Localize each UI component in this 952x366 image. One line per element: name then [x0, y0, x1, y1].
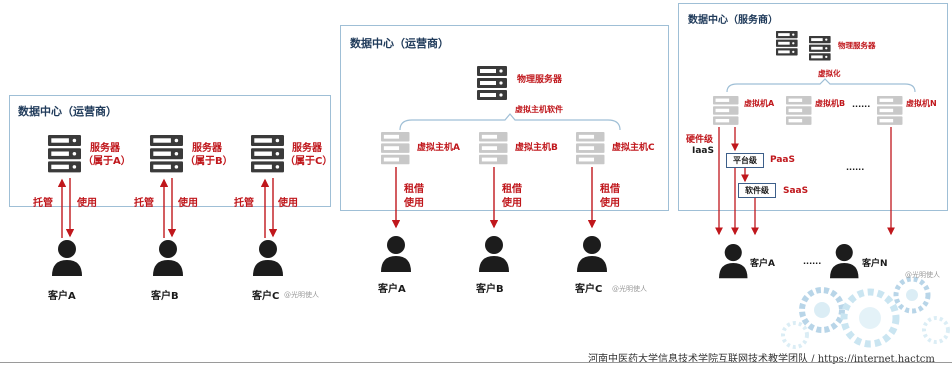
panel3-platform-level-box: 平台级 [726, 153, 764, 168]
panel3-vm-ellipsis: ...... [852, 100, 871, 109]
panel2-vm-b-icon [479, 132, 508, 165]
panel2-vm-a-icon [381, 132, 410, 165]
panel3-iaas-label: IaaS [692, 146, 714, 156]
panel1-client-b-label: 客户B [151, 291, 179, 302]
panel1-client-a-label: 客户A [48, 291, 76, 302]
gear-decoration-icon [781, 276, 950, 349]
panel2-client-b-icon [479, 236, 509, 272]
panel2-rent-label-b: 租借 [502, 184, 522, 195]
panel3-client-a-label: 客户A [750, 259, 775, 269]
panel1-server-c-icon [251, 135, 284, 173]
footer-divider [0, 362, 952, 363]
panel1-down-label-b: 使用 [178, 198, 198, 209]
panel3-vm-a-label: 虚拟机A [744, 99, 775, 108]
panel2-client-b-label: 客户B [476, 284, 504, 295]
panel2-vm-c-icon [576, 132, 605, 165]
panel1-server-c-owner: （属于C） [285, 156, 333, 167]
panel2-client-c-label: 客户C [575, 284, 603, 295]
panel3-client-n-icon [830, 244, 859, 279]
panel3-saas-label: SaaS [783, 186, 809, 196]
panel2-software-brace [399, 113, 621, 131]
panel1-watermark: @光明使人 [284, 291, 319, 299]
panel1-client-c-icon [253, 240, 283, 276]
panel3-client-a-icon [719, 244, 748, 279]
panel1-server-a-icon [48, 135, 81, 173]
panel3-arrows [715, 127, 895, 236]
panel2-software-label: 虚拟主机软件 [515, 105, 563, 114]
panel1-title: 数据中心（运营商） [18, 105, 117, 118]
panel3-vm-b-label: 虚拟机B [815, 99, 846, 108]
panel2-client-c-icon [577, 236, 607, 272]
panel1-client-b-icon [153, 240, 183, 276]
panel1-server-b-label: 服务器 [192, 143, 222, 154]
panel3-watermark: @光明使人 [905, 271, 940, 279]
panel2-use-label-b: 使用 [502, 198, 522, 209]
panel1-server-a-owner: （属于A） [83, 156, 131, 167]
panel3-paas-label: PaaS [770, 155, 795, 165]
panel2-vm-c-label: 虚拟主机C [612, 143, 655, 153]
panel2-vm-b-label: 虚拟主机B [515, 143, 558, 153]
panel2-client-a-icon [381, 236, 411, 272]
panel2-datacenter-box [340, 25, 669, 211]
panel1-arrows [57, 178, 278, 238]
panel2-client-a-label: 客户A [378, 284, 406, 295]
panel1-up-label-c: 托管 [234, 198, 254, 209]
panel2-physical-server-label: 物理服务器 [517, 75, 563, 85]
panel3-title: 数据中心（服务商） [688, 15, 778, 26]
panel2-watermark: @光明使人 [612, 285, 647, 293]
panel2-physical-server-icon [477, 66, 507, 100]
panel1-server-a-label: 服务器 [90, 143, 120, 154]
panel3-physical-server-label: 物理服务器 [838, 41, 876, 50]
panel1-client-c-label: 客户C [252, 291, 280, 302]
panel3-vm-b-icon [786, 96, 812, 125]
panel3-physical-servers-icon [776, 31, 831, 61]
panel1-server-b-icon [150, 135, 183, 173]
panel2-use-label-c: 使用 [600, 198, 620, 209]
panel2-use-label-a: 使用 [404, 198, 424, 209]
panel1-up-label-a: 托管 [33, 198, 53, 209]
panel1-down-label-a: 使用 [77, 198, 97, 209]
panel3-vm-a-icon [713, 96, 739, 125]
panel1-up-label-b: 托管 [134, 198, 154, 209]
panel2-rent-label-a: 租借 [404, 184, 424, 195]
panel2-arrows [391, 167, 597, 229]
panel1-server-c-label: 服务器 [292, 143, 322, 154]
panel1-server-b-owner: （属于B） [185, 156, 233, 167]
panel3-client-n-label: 客户N [862, 259, 888, 269]
panel2-rent-label-c: 租借 [600, 184, 620, 195]
panel3-hardware-level-label: 硬件级 [686, 135, 714, 145]
panel3-mid-ellipsis: ...... [846, 163, 865, 172]
footer-credit: 河南中医药大学信息技术学院互联网技术教学团队 / https://interne… [588, 354, 935, 365]
panel1-down-label-c: 使用 [278, 198, 298, 209]
panel3-vm-n-icon [877, 96, 903, 125]
panel3-client-ellipsis: ...... [803, 257, 822, 266]
panel3-virtualization-brace [726, 78, 916, 93]
panel1-client-a-icon [52, 240, 82, 276]
panel3-vm-n-label: 虚拟机N [906, 99, 937, 108]
panel2-title: 数据中心（运营商） [350, 37, 449, 50]
panel3-virtualization-label: 虚拟化 [818, 69, 841, 78]
panel2-vm-a-label: 虚拟主机A [417, 143, 460, 153]
panel3-software-level-box: 软件级 [738, 183, 776, 198]
